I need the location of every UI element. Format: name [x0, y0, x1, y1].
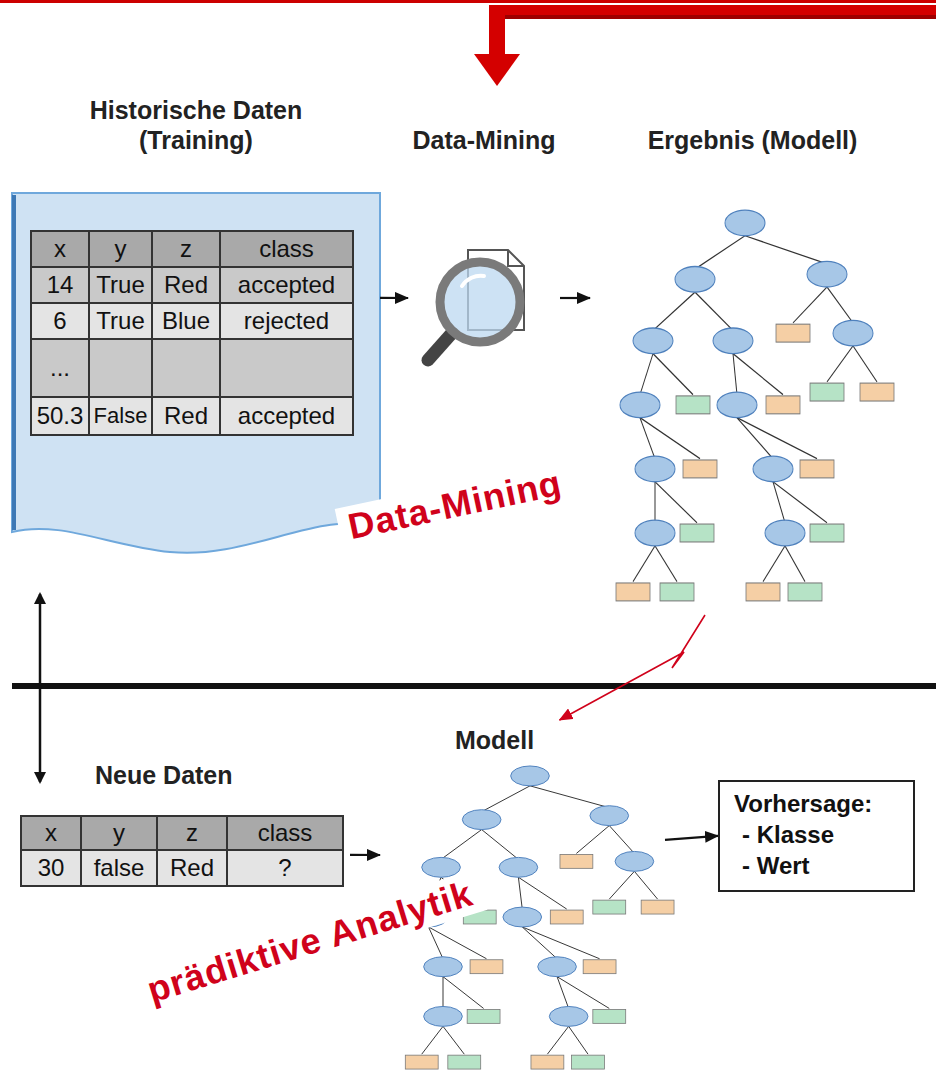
- flow-bar-shade: [489, 15, 936, 19]
- magnifier-icon: [428, 250, 524, 360]
- table-cell: 30: [20, 849, 82, 887]
- table-cell: [151, 338, 221, 398]
- cell-text: z: [186, 819, 198, 847]
- table-cell: False: [88, 396, 153, 436]
- flow-arrow: [350, 854, 380, 856]
- list-item: - Wert: [734, 850, 897, 881]
- section-heading: Ergebnis (Modell): [590, 125, 915, 155]
- table-cell: z: [156, 815, 228, 851]
- table-cell: accepted: [219, 266, 354, 304]
- table-cell: True: [88, 302, 153, 340]
- flow-arrow: [665, 836, 718, 840]
- cell-text: True: [96, 307, 144, 335]
- table-cell: y: [88, 230, 153, 268]
- cell-text: ...: [50, 354, 70, 382]
- document-edge: [12, 195, 16, 530]
- table-cell: True: [88, 266, 153, 304]
- cell-text: Red: [170, 854, 214, 882]
- table-cell: z: [151, 230, 221, 268]
- table-cell: Red: [151, 396, 221, 436]
- box-heading: Vorhersage:: [734, 788, 897, 819]
- section-heading: Neue Daten: [95, 760, 233, 790]
- cell-text: ?: [278, 854, 291, 882]
- table-cell: Blue: [151, 302, 221, 340]
- section-heading: Historische Daten (Training): [71, 95, 321, 155]
- cell-text: True: [96, 271, 144, 299]
- training-data: Historische Daten (Training)xyzclass14Tr…: [12, 95, 380, 555]
- prediction-box: Vorhersage:- Klasse- Wert: [718, 780, 915, 892]
- double-arrow: [39, 594, 42, 782]
- data-mining-step: Data-Mining: [408, 115, 560, 375]
- table-cell: class: [219, 230, 354, 268]
- cell-text: y: [113, 819, 125, 847]
- divider-line: [12, 683, 936, 689]
- new-data: Neue Daten x y z class 30 false Red?: [20, 755, 350, 890]
- table-cell: 50.3: [30, 396, 90, 436]
- table-cell: Red: [156, 849, 228, 887]
- table-cell: accepted: [219, 396, 354, 436]
- table-cell: ...: [30, 338, 90, 398]
- lightning-arrow: [560, 615, 706, 720]
- table-cell: [88, 338, 153, 398]
- decision-tree-result: [616, 210, 894, 601]
- cell-text: 50.3: [37, 402, 84, 430]
- table-cell: rejected: [219, 302, 354, 340]
- cell-text: x: [45, 819, 57, 847]
- flow-bar: [489, 5, 936, 19]
- cell-text: false: [94, 854, 145, 882]
- section-heading: Data-Mining: [408, 125, 560, 155]
- flow-bar-down: [489, 5, 505, 55]
- flow-bar-head: [474, 54, 520, 86]
- process-stamp: prädiktive Analytik: [133, 870, 487, 1015]
- cell-text: 30: [38, 854, 65, 882]
- flow-arrow: [380, 297, 408, 299]
- document-shape: [12, 193, 380, 553]
- cell-text: z: [180, 235, 192, 263]
- cell-text: accepted: [238, 271, 335, 299]
- cell-text: False: [94, 403, 148, 429]
- cell-text: class: [259, 235, 314, 263]
- cell-text: rejected: [244, 307, 329, 335]
- table-cell: [219, 338, 354, 398]
- table-cell: false: [80, 849, 158, 887]
- cell-text: class: [258, 819, 313, 847]
- top-rule: [0, 0, 936, 3]
- table-cell: 6: [30, 302, 90, 340]
- cell-text: x: [54, 235, 66, 263]
- table-cell: x: [20, 815, 82, 851]
- cell-text: Blue: [162, 307, 210, 335]
- table-cell: x: [30, 230, 90, 268]
- cell-text: 14: [47, 271, 74, 299]
- table-cell: ?: [226, 849, 344, 887]
- table-cell: 14: [30, 266, 90, 304]
- table-cell: Red: [151, 266, 221, 304]
- cell-text: Red: [164, 271, 208, 299]
- section-heading: Modell: [455, 725, 534, 755]
- cell-text: y: [115, 235, 127, 263]
- cell-text: Red: [164, 402, 208, 430]
- cell-text: accepted: [238, 402, 335, 430]
- table-cell: class: [226, 815, 344, 851]
- table-cell: y: [80, 815, 158, 851]
- flow-arrow: [560, 297, 590, 299]
- cell-text: 6: [53, 307, 66, 335]
- model-result: Ergebnis (Modell): [590, 115, 915, 615]
- list-item: - Klasse: [734, 819, 897, 850]
